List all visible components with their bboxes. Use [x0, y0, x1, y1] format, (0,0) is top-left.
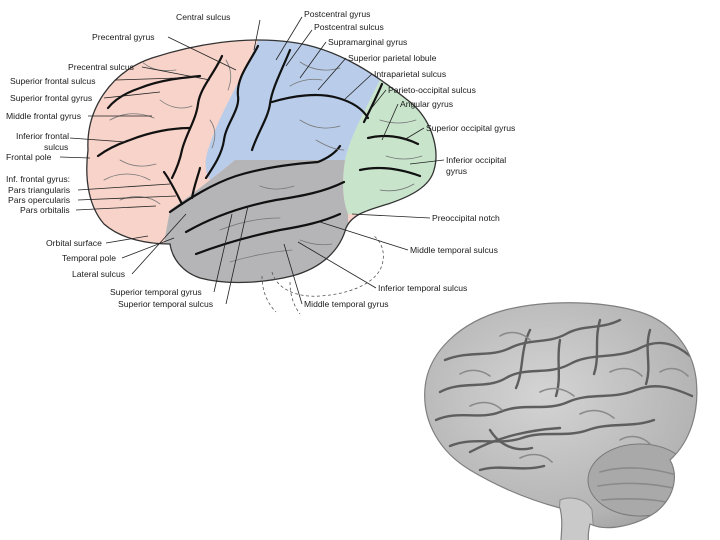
- superior-frontal-sulcus-line: [106, 74, 202, 110]
- cerebellum-dashed-outline: [271, 235, 384, 297]
- parieto-occipital-sulcus-line: [362, 82, 384, 124]
- label-superior-frontal-sulcus: Superior frontal sulcus: [10, 76, 96, 86]
- leader-lines: [59, 16, 445, 305]
- label-lateral-sulcus: Lateral sulcus: [72, 269, 125, 279]
- label-postcentral-gyrus: Postcentral gyrus: [304, 9, 370, 19]
- label-pars-triangularis: Pars triangularis: [8, 185, 70, 195]
- label-inferior-frontal-sulcus-2: sulcus: [44, 142, 68, 152]
- lateral-sulcus-line: [168, 144, 342, 214]
- occipital-sulcus-line: [358, 134, 422, 178]
- precentral-sulcus-line: [170, 54, 224, 180]
- label-orbital-surface: Orbital surface: [46, 238, 102, 248]
- label-angular-gyrus: Angular gyrus: [400, 99, 453, 109]
- gyral-texture: [103, 59, 423, 263]
- lateral-sulcus-rami: [162, 166, 202, 206]
- label-postcentral-sulcus: Postcentral sulcus: [314, 22, 384, 32]
- label-superior-temporal-sulcus: Superior temporal sulcus: [118, 299, 213, 309]
- label-precentral-sulcus: Precentral sulcus: [68, 62, 134, 72]
- label-inferior-temporal-sulcus: Inferior temporal sulcus: [378, 283, 467, 293]
- brainstem-dashed-outline: [261, 275, 301, 315]
- brain-outline: [86, 39, 437, 284]
- superior-temporal-sulcus-line: [184, 180, 346, 234]
- labels: Central sulcus Postcentral gyrus Postcen…: [6, 9, 515, 309]
- label-central-sulcus: Central sulcus: [176, 12, 230, 22]
- label-middle-temporal-sulcus: Middle temporal sulcus: [410, 245, 498, 255]
- label-pars-opercularis: Pars opercularis: [8, 195, 70, 205]
- inferior-frontal-sulcus-line: [96, 126, 192, 158]
- label-superior-frontal-gyrus: Superior frontal gyrus: [10, 93, 92, 103]
- label-inf-frontal-gyrus: Inf. frontal gyrus:: [6, 174, 70, 184]
- label-temporal-pole: Temporal pole: [62, 253, 116, 263]
- label-inferior-frontal-sulcus-1: Inferior frontal: [16, 131, 69, 141]
- label-pars-orbitalis: Pars orbitalis: [20, 205, 70, 215]
- label-parieto-occipital-sulcus: Parieto-occipital sulcus: [388, 85, 476, 95]
- label-middle-frontal-gyrus: Middle frontal gyrus: [6, 111, 81, 121]
- middle-temporal-sulcus-line: [194, 212, 342, 256]
- postcentral-sulcus-line: [250, 48, 292, 152]
- label-frontal-pole: Frontal pole: [6, 152, 52, 162]
- label-superior-temporal-gyrus: Superior temporal gyrus: [110, 287, 202, 297]
- label-supramarginal-gyrus: Supramarginal gyrus: [328, 37, 407, 47]
- parietal-lobe-region: [205, 39, 385, 180]
- intraparietal-sulcus-line: [270, 93, 370, 120]
- label-intraparietal-sulcus: Intraparietal sulcus: [374, 69, 446, 79]
- label-inferior-occipital-gyrus-2: gyrus: [446, 166, 467, 176]
- label-superior-occipital-gyrus: Superior occipital gyrus: [426, 123, 515, 133]
- label-middle-temporal-gyrus: Middle temporal gyrus: [304, 299, 389, 309]
- label-inferior-occipital-gyrus-1: Inferior occipital: [446, 155, 506, 165]
- label-precentral-gyrus: Precentral gyrus: [92, 32, 155, 42]
- label-superior-parietal-lobule: Superior parietal lobule: [348, 53, 437, 63]
- brain-photo: [424, 302, 698, 540]
- central-sulcus-line: [204, 44, 260, 180]
- label-preoccipital-notch: Preoccipital notch: [432, 213, 500, 223]
